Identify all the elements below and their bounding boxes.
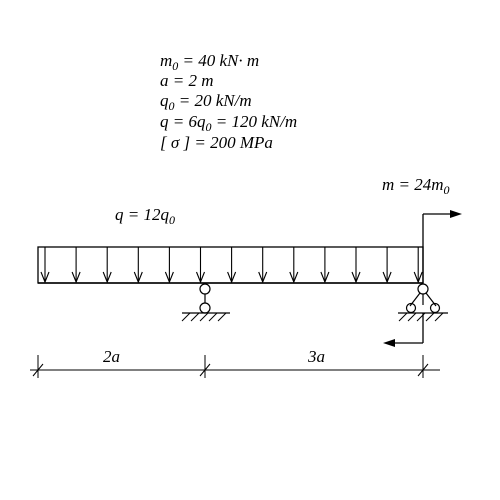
load-arrows [40,247,423,284]
moment-label: m = 24m0 [382,175,450,197]
load-arrow [382,247,392,284]
middle-support [181,283,230,322]
dimension-left-label: 2a [103,347,120,366]
dimension-line [30,355,440,378]
given-q0: q0 = 20 kN/m [160,91,252,113]
load-arrow [195,247,206,284]
distributed-load-label: q = 12q0 [115,205,175,227]
load-arrow [351,247,361,284]
load-arrow [289,247,299,284]
right-support [398,283,448,322]
load-arrow [40,247,50,284]
applied-moment-arrow [422,210,462,283]
load-arrow [413,247,423,284]
load-arrow [227,247,237,284]
given-a: a = 2 m [160,71,214,90]
given-m0: m0 = 40 kN· m [160,51,259,73]
distributed-load-block [37,246,424,284]
load-arrow [320,247,330,284]
load-arrow [102,247,112,284]
load-arrow [71,247,81,284]
load-arrow [164,247,174,284]
load-arrow [133,247,143,284]
horizontal-reaction-arrow [383,313,424,347]
given-sigma: [ σ ] = 200 MPa [160,133,273,152]
dimension-right-label: 3a [307,347,325,366]
load-arrow [258,247,268,284]
given-q: q = 6q0 = 120 kN/m [160,112,297,134]
